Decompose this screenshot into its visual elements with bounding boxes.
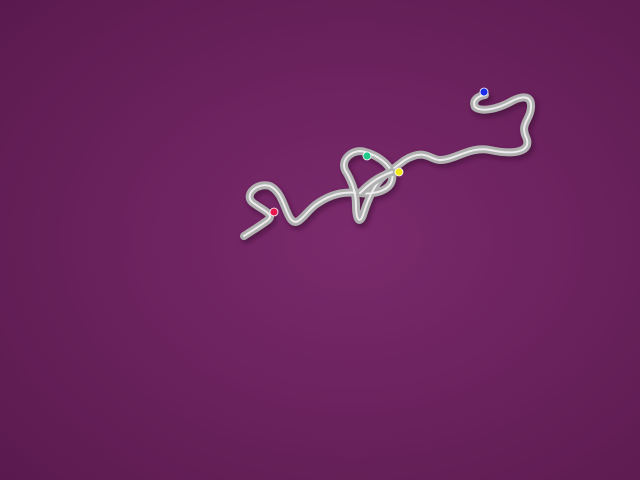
yellow-marker[interactable] [394,167,404,177]
red-marker[interactable] [269,207,279,217]
blue-marker[interactable] [479,87,489,97]
markers[interactable] [269,87,489,217]
green-marker[interactable] [362,151,372,161]
rope-crossing-highlight [359,171,393,194]
rope-highlight [243,94,533,237]
rope-knot[interactable] [240,91,538,244]
